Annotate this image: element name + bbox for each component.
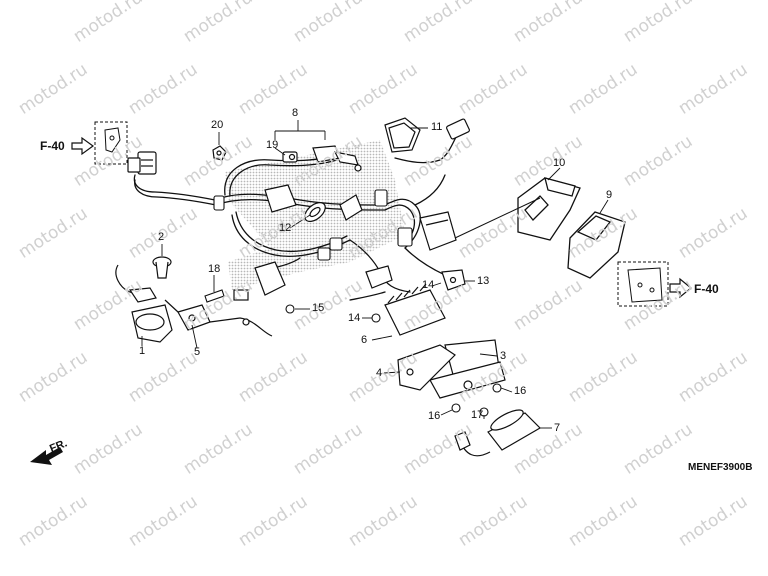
callout-14b: 14 — [348, 312, 361, 324]
callout-16a: 16 — [514, 385, 527, 397]
arrow-f40-left — [71, 136, 95, 156]
callout-6: 6 — [361, 334, 368, 346]
callout-12: 12 — [279, 222, 292, 234]
connector-block — [419, 211, 457, 251]
part-item-7 — [454, 409, 541, 457]
diagram-code: MENEF3900B — [688, 462, 753, 473]
part-item-1 — [115, 264, 173, 343]
control-unit-item-10 — [517, 177, 581, 241]
callout-11: 11 — [431, 121, 443, 133]
holder-item-13 — [441, 269, 466, 291]
callout-14a: 14 — [422, 279, 435, 291]
arrow-f40-right — [669, 277, 692, 299]
connector-item-19 — [282, 151, 298, 163]
callout-9: 9 — [606, 189, 613, 201]
bracket-f40-left — [94, 121, 128, 165]
ref-f40-right: F-40 — [694, 282, 719, 296]
leader-10-to-block — [454, 197, 541, 239]
harness-connector-left — [127, 151, 157, 175]
leader-lines — [141, 120, 609, 429]
front-arrow — [30, 447, 63, 465]
grommet-item-12 — [264, 184, 363, 222]
callout-2: 2 — [158, 231, 165, 243]
mount-item-4 — [397, 344, 456, 391]
callout-10: 10 — [553, 157, 566, 169]
clip-item-20 — [212, 145, 227, 161]
bolts — [204, 289, 502, 417]
relay-center — [233, 261, 393, 301]
callout-19: 19 — [266, 139, 279, 151]
sensor-item-8 — [312, 145, 362, 172]
callout-3: 3 — [500, 350, 507, 362]
connector-item-11 — [384, 117, 470, 153]
callout-18: 18 — [208, 263, 221, 275]
part-item-2 — [152, 256, 172, 279]
bracket-f40-right — [617, 261, 669, 307]
cover-item-9 — [567, 211, 626, 279]
callout-17: 17 — [471, 409, 484, 421]
ref-f40-left: F-40 — [40, 139, 65, 153]
callout-5: 5 — [194, 346, 201, 358]
callout-13: 13 — [477, 275, 490, 287]
harness-clamps — [213, 189, 413, 261]
callout-15: 15 — [312, 302, 325, 314]
callout-7: 7 — [554, 422, 561, 434]
callout-4: 4 — [376, 367, 383, 379]
callout-1: 1 — [139, 345, 146, 357]
regulator-item-6 — [384, 283, 446, 336]
bracket-item-5 — [164, 299, 273, 337]
callout-20: 20 — [211, 119, 224, 131]
callout-8: 8 — [292, 107, 299, 119]
bracket-item-3 — [429, 339, 506, 399]
callout-16b: 16 — [428, 410, 441, 422]
